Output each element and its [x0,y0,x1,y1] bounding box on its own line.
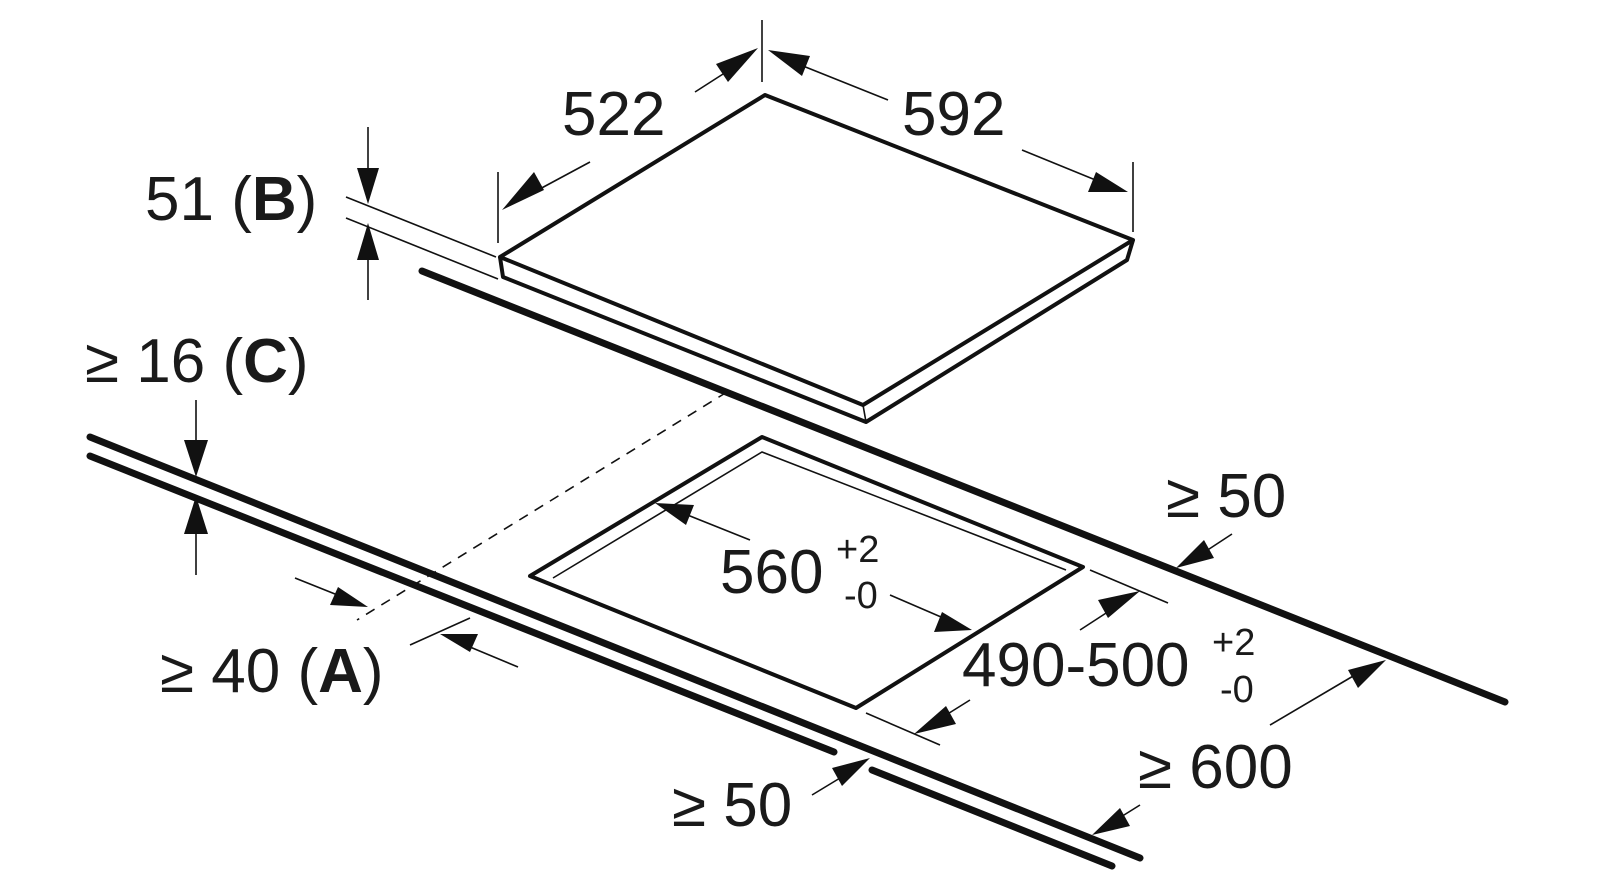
label-hob-height-value: 51 ( [145,165,252,234]
worktop [86,267,1509,870]
extension-line [345,196,497,258]
arrow-head [655,503,694,525]
label-worktop-thickness-letter: C [243,327,288,396]
label-front-distance-close: ) [363,637,384,706]
label-front-distance: ≥ 40 (A) [160,637,384,706]
cutout [528,435,1085,710]
label-hob-height-letter: B [252,165,297,234]
label-worktop-thickness: ≥ 16 (C) [85,327,309,396]
arrow-head [768,50,810,76]
worktop-rear-edge [418,267,1509,706]
dim-worktop-thickness [184,400,208,575]
label-cutout-depth: 490-500 [962,631,1190,700]
label-hob-width: 592 [902,80,1005,149]
arrow-head [934,612,972,632]
hob [498,93,1135,424]
arrow-head [357,223,379,260]
arrow-head [914,706,956,734]
arrow-head [832,758,870,786]
hob-side-body [498,239,1135,424]
arrow-head [1088,172,1128,192]
dimension-line [889,594,949,621]
dim-cutout-width [655,503,972,632]
arrow-head [1092,808,1130,835]
label-worktop-thickness-value: ≥ 16 ( [85,327,243,396]
arrow-head [440,634,478,652]
label-rear-clearance: ≥ 50 [1166,462,1286,531]
label-cutout-width-tol-minus: -0 [844,575,878,617]
arrow-head [1098,591,1140,618]
dim-cutout-depth [865,569,1169,746]
dimension-line [1269,671,1361,726]
extension-line [865,712,941,746]
dimension-line [679,511,751,541]
worktop-bottom-edge-right [868,766,1116,870]
worktop-top-edge [86,433,1144,862]
label-hob-depth: 522 [562,80,665,149]
label-cutout-width-tol-plus: +2 [836,529,879,571]
arrow-head [330,587,368,607]
worktop-bottom-edge-left [86,452,838,756]
worktop-side-hidden-edge [356,391,728,621]
dim-side-clearance [811,758,870,796]
dim-hob-height [345,127,499,300]
label-worktop-thickness-close: ) [288,327,309,396]
label-side-clearance: ≥ 50 [672,771,792,840]
dim-worktop-depth [1092,660,1386,835]
arrow-head [1176,540,1214,568]
label-cutout-depth-tol-plus: +2 [1212,622,1255,664]
arrow-head [184,496,208,534]
label-cutout-depth-tol-minus: -0 [1220,669,1254,711]
label-hob-height: 51 (B) [145,165,317,234]
label-worktop-depth: ≥ 600 [1138,733,1293,802]
arrow-head [716,48,758,82]
cutout-outer [528,435,1085,710]
label-cutout-width: 560 [720,538,823,607]
arrow-head [502,172,544,210]
label-hob-height-close: ) [297,165,318,234]
dimension-line [409,617,471,646]
dim-rear-clearance [1176,533,1233,568]
arrow-head [357,168,379,204]
extension-line [1089,569,1169,604]
cutout-inner-edge [552,451,1067,579]
dim-hob-depth [497,20,763,243]
dim-front-distance [294,577,519,668]
extension-line [345,217,499,280]
dim-hob-width [768,50,1134,232]
arrow-head [184,440,208,477]
label-front-distance-value: ≥ 40 ( [160,637,318,706]
label-front-distance-letter: A [318,637,363,706]
dimension-line [469,646,519,668]
hob-corner-edge [862,404,867,423]
arrow-head [1348,660,1386,688]
